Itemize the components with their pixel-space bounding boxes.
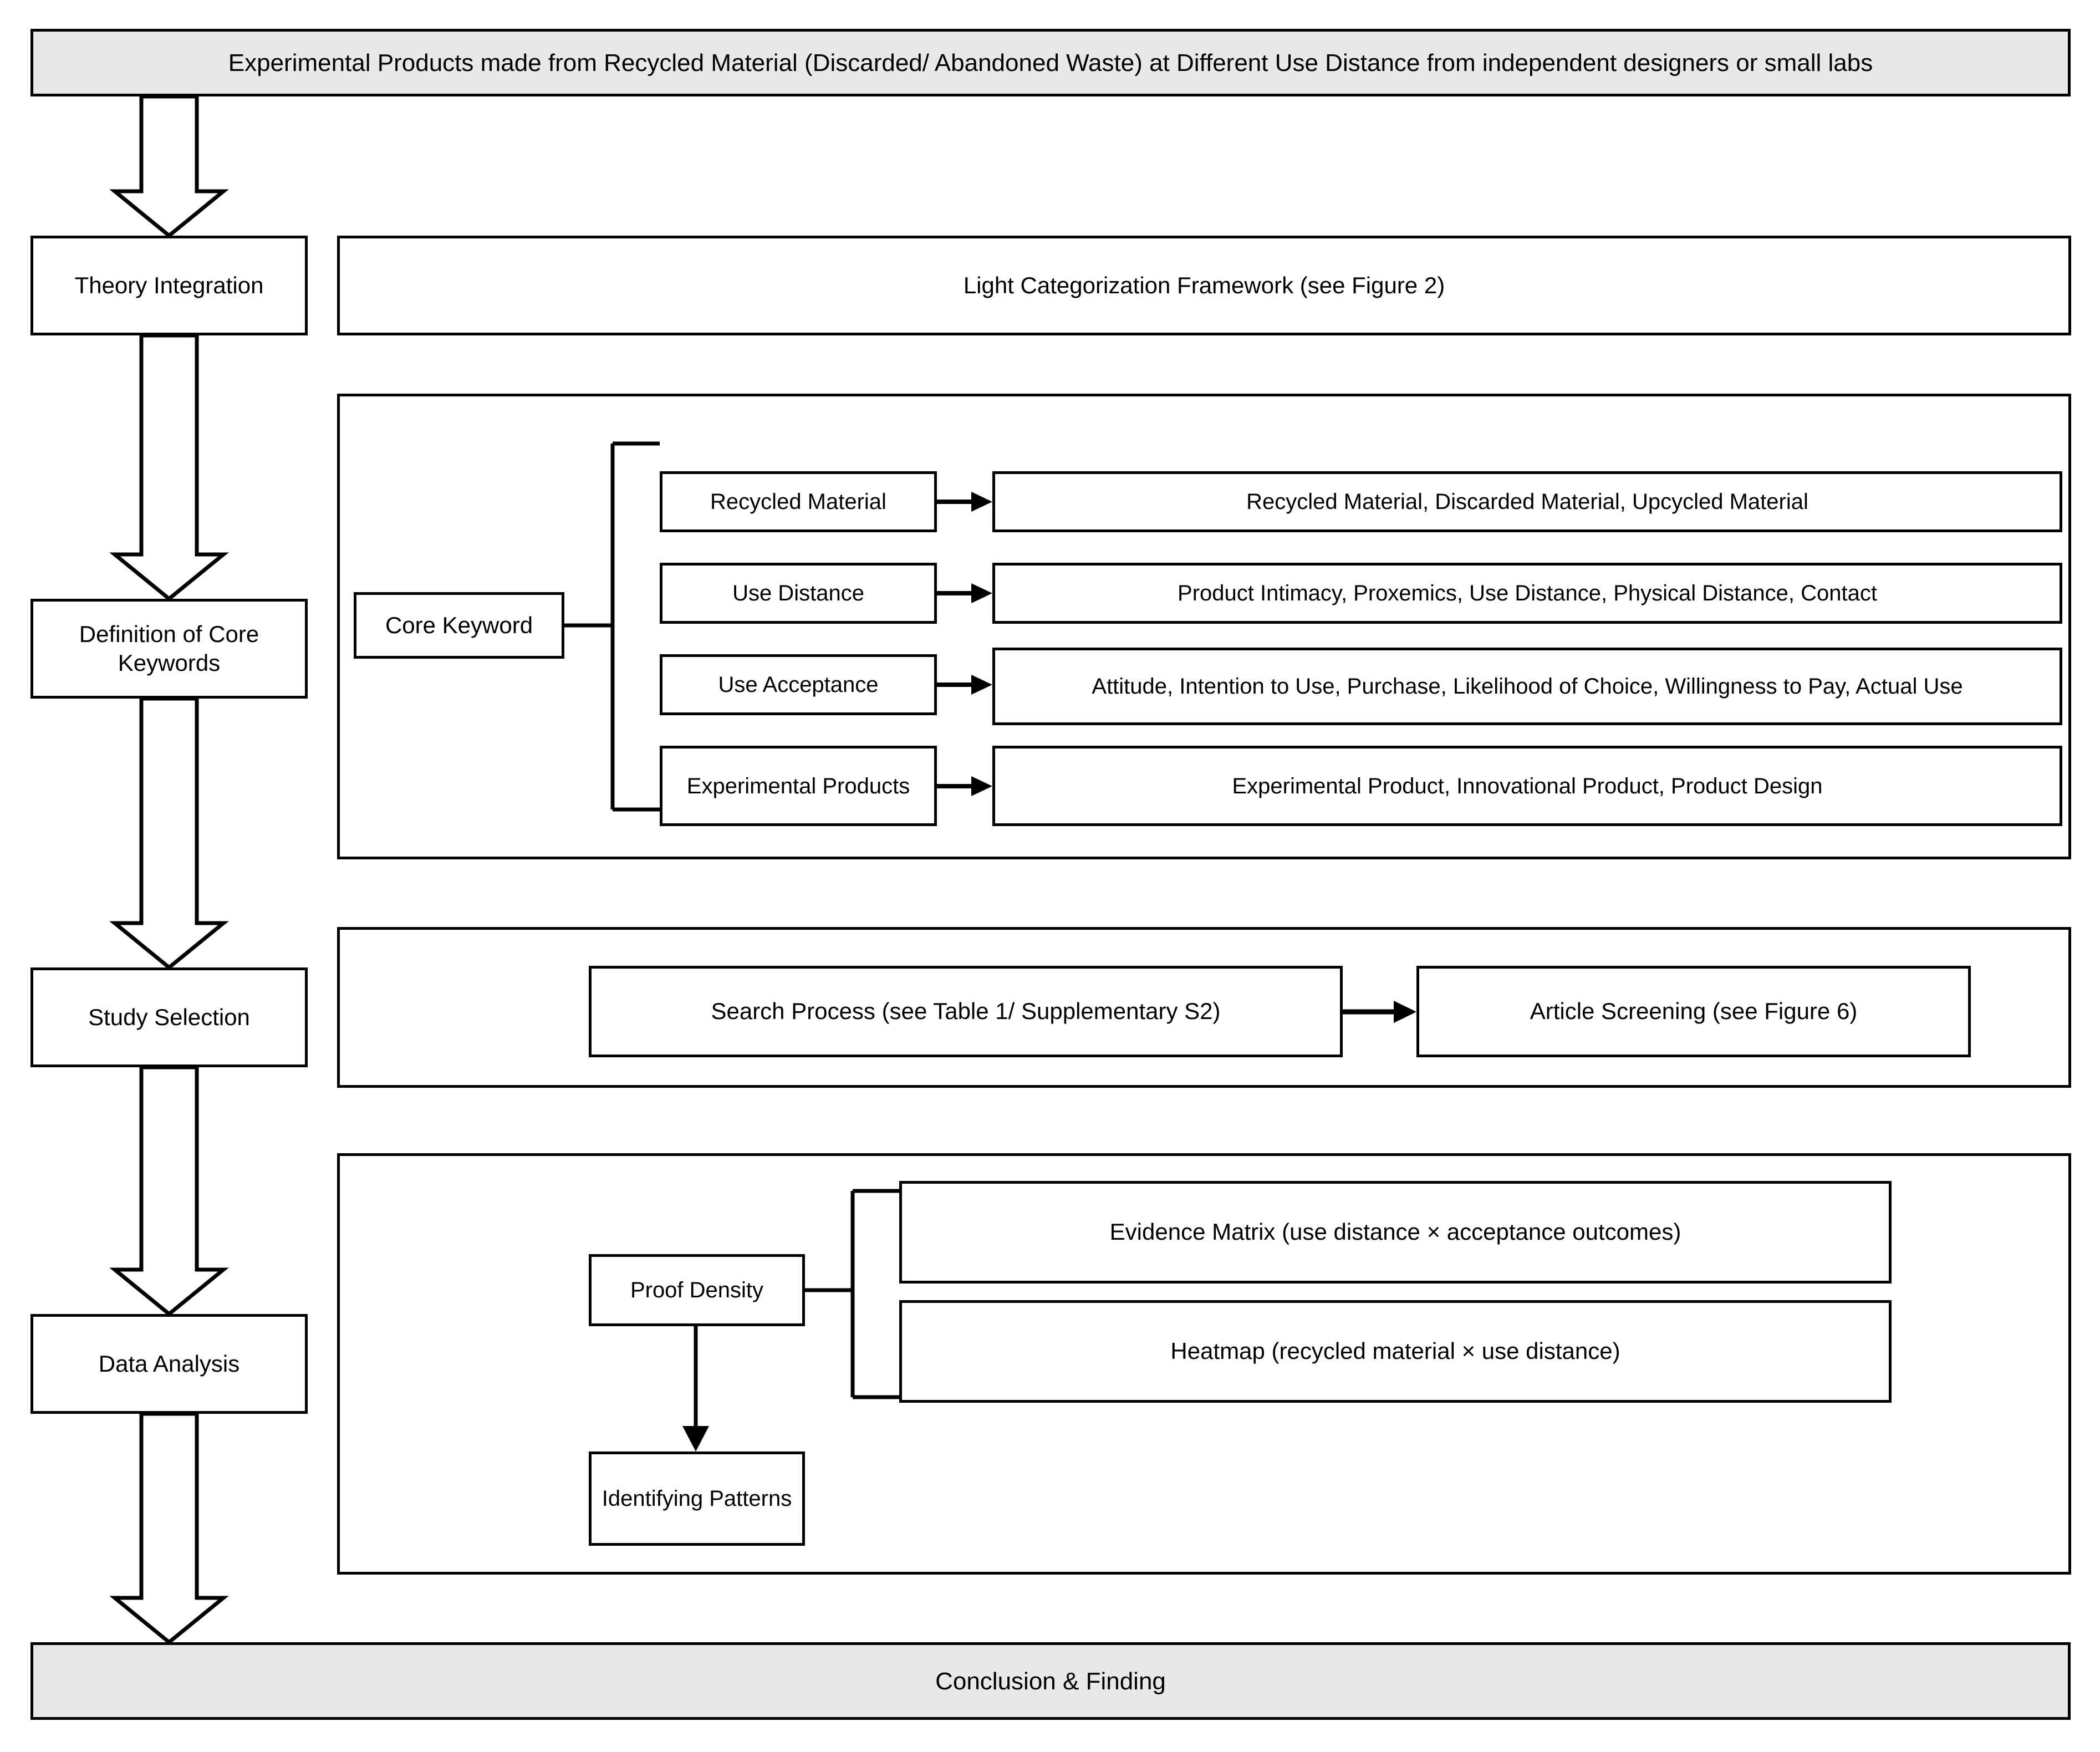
- evidence-matrix-label: Evidence Matrix (use distance × acceptan…: [1109, 1219, 1681, 1245]
- proof-density-box[interactable]: Proof Density: [589, 1254, 805, 1326]
- title-banner: Experimental Products made from Recycled…: [30, 29, 2071, 96]
- conclusion-banner-text: Conclusion & Finding: [935, 1667, 1166, 1695]
- block-arrow-data-analysis-to-conclusion: [109, 1412, 229, 1645]
- stage-theory-integration-label: Theory Integration: [74, 272, 264, 298]
- stage-data-analysis[interactable]: Data Analysis: [30, 1314, 308, 1414]
- core-keyword-terms-use-acceptance-label: Attitude, Intention to Use, Purchase, Li…: [1092, 674, 1963, 699]
- core-keyword-terms-recycled-material[interactable]: Recycled Material, Discarded Material, U…: [992, 471, 2062, 532]
- block-arrow-definition-to-study: [109, 696, 229, 970]
- article-screening-label: Article Screening (see Figure 6): [1530, 998, 1858, 1025]
- core-keyword-category-experimental-products-label: Experimental Products: [686, 773, 910, 798]
- search-process-label: Search Process (see Table 1/ Supplementa…: [711, 998, 1221, 1025]
- conclusion-banner: Conclusion & Finding: [30, 1642, 2071, 1720]
- core-keyword-category-use-acceptance[interactable]: Use Acceptance: [660, 654, 937, 715]
- core-keyword-category-experimental-products[interactable]: Experimental Products: [660, 746, 937, 826]
- core-keyword-category-recycled-material-label: Recycled Material: [710, 490, 886, 514]
- heatmap-box[interactable]: Heatmap (recycled material × use distanc…: [899, 1300, 1892, 1403]
- stage-study-selection[interactable]: Study Selection: [30, 967, 308, 1067]
- heatmap-label: Heatmap (recycled material × use distanc…: [1170, 1338, 1620, 1364]
- title-banner-text: Experimental Products made from Recycled…: [228, 49, 1873, 77]
- core-keyword-terms-use-acceptance[interactable]: Attitude, Intention to Use, Purchase, Li…: [992, 648, 2062, 725]
- search-process-box[interactable]: Search Process (see Table 1/ Supplementa…: [589, 966, 1343, 1057]
- stage-study-selection-label: Study Selection: [88, 1004, 250, 1030]
- block-arrow-study-to-data-analysis: [109, 1065, 229, 1317]
- core-keyword-category-use-distance[interactable]: Use Distance: [660, 563, 937, 624]
- stage-definition-of-core-keywords-label: Definition of Core Keywords: [79, 620, 259, 676]
- core-keyword-root-label: Core Keyword: [385, 612, 533, 638]
- block-arrow-banner-to-theory: [109, 94, 229, 238]
- core-keyword-terms-use-distance-label: Product Intimacy, Proxemics, Use Distanc…: [1178, 581, 1877, 605]
- core-keyword-terms-experimental-products-label: Experimental Product, Innovational Produ…: [1232, 773, 1823, 798]
- identifying-patterns-box[interactable]: Identifying Patterns: [589, 1451, 805, 1546]
- stage-theory-integration[interactable]: Theory Integration: [30, 236, 308, 335]
- block-arrow-theory-to-definition: [109, 333, 229, 602]
- evidence-matrix-box[interactable]: Evidence Matrix (use distance × acceptan…: [899, 1181, 1892, 1284]
- core-keyword-terms-recycled-material-label: Recycled Material, Discarded Material, U…: [1246, 490, 1808, 514]
- article-screening-box[interactable]: Article Screening (see Figure 6): [1416, 966, 1971, 1057]
- core-keyword-root[interactable]: Core Keyword: [354, 592, 564, 659]
- core-keyword-category-use-distance-label: Use Distance: [732, 581, 864, 605]
- framework-box-label: Light Categorization Framework (see Figu…: [963, 272, 1445, 298]
- proof-density-label: Proof Density: [630, 1278, 764, 1302]
- stage-definition-of-core-keywords[interactable]: Definition of Core Keywords: [30, 599, 308, 699]
- core-keyword-terms-experimental-products[interactable]: Experimental Product, Innovational Produ…: [992, 746, 2062, 826]
- identifying-patterns-label: Identifying Patterns: [602, 1486, 792, 1511]
- core-keyword-category-recycled-material[interactable]: Recycled Material: [660, 471, 937, 532]
- stage-data-analysis-label: Data Analysis: [98, 1350, 240, 1377]
- core-keyword-terms-use-distance[interactable]: Product Intimacy, Proxemics, Use Distanc…: [992, 563, 2062, 624]
- core-keyword-category-use-acceptance-label: Use Acceptance: [718, 673, 879, 697]
- framework-box[interactable]: Light Categorization Framework (see Figu…: [337, 236, 2071, 335]
